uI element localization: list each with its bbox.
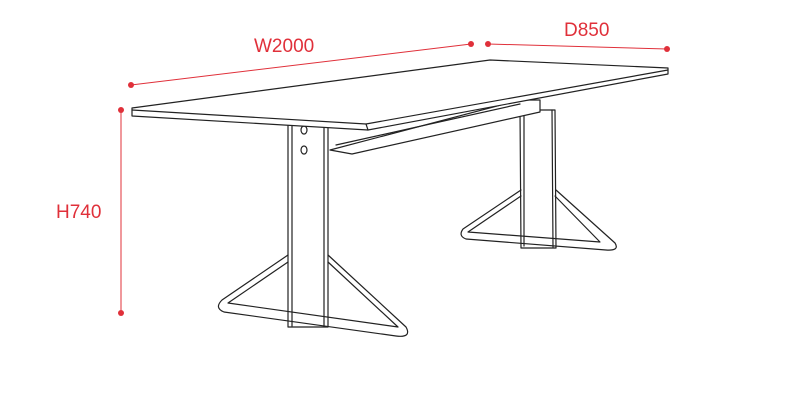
left-leg — [217, 117, 409, 337]
height-start-dot — [118, 107, 124, 113]
table-top — [131, 59, 669, 131]
width-end-dot — [468, 41, 474, 47]
depth-label: D850 — [564, 20, 609, 41]
under-brace — [329, 99, 541, 155]
right-leg — [460, 109, 617, 251]
dimension-width: W2000 — [128, 36, 474, 88]
width-label: W2000 — [254, 36, 314, 57]
table-drawing — [131, 59, 669, 337]
height-end-dot — [118, 310, 124, 316]
dimension-height: H740 — [56, 107, 124, 316]
depth-start-dot — [485, 41, 491, 47]
depth-end-dot — [664, 46, 670, 52]
width-start-dot — [128, 82, 134, 88]
leg-hole-bottom — [300, 145, 308, 155]
height-label: H740 — [56, 202, 101, 223]
dimension-depth: D850 — [485, 20, 670, 52]
